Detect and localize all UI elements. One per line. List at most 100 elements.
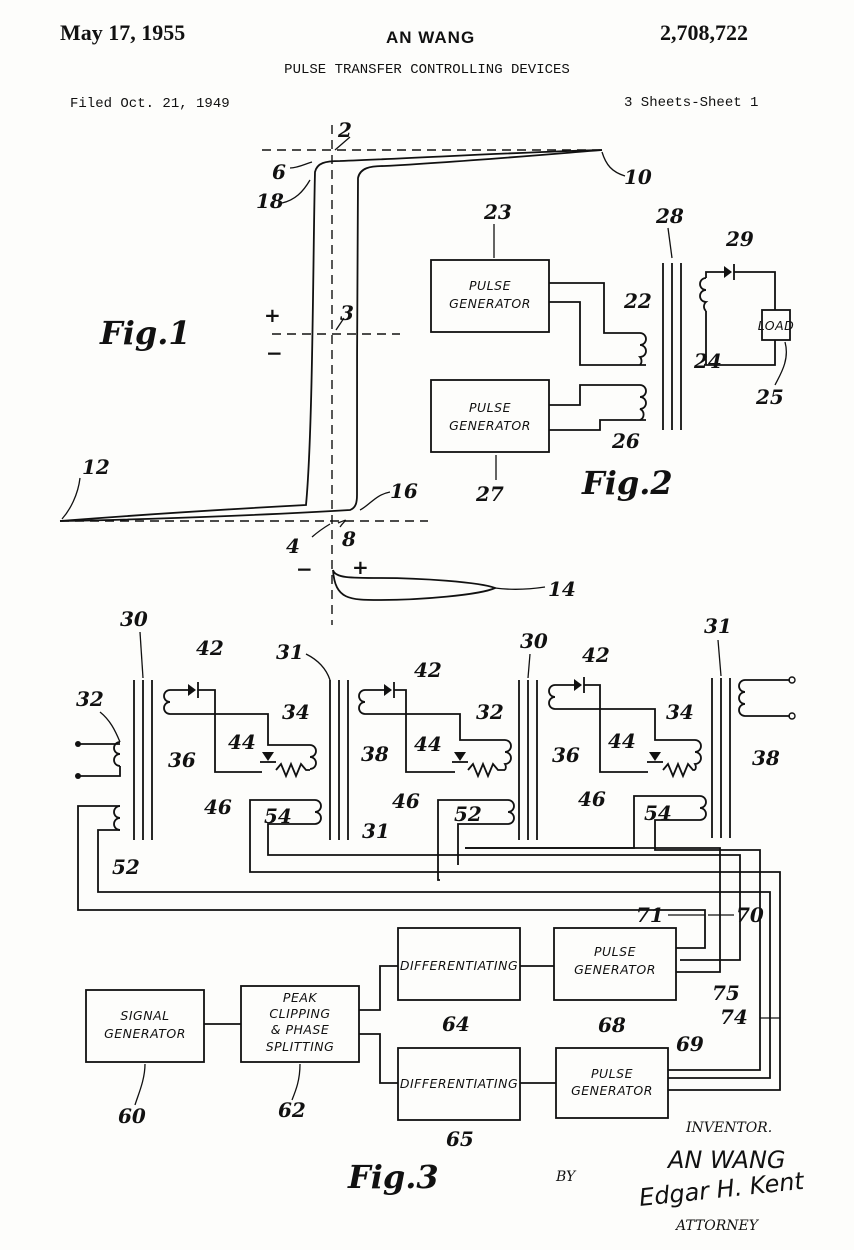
fig1-label-4: 4 [286,534,300,558]
fig3-label-30a: 30 [120,607,148,631]
fig2-coil-24 [699,277,709,312]
fig3-label-64: 64 [442,1012,470,1036]
fig2-pg-bottom-line2: GENERATOR [449,418,531,433]
patent-number: 2,708,722 [660,20,748,45]
fig2-circuit-diagram: PULSE GENERATOR PULSE GENERATOR LOAD 23 … [430,200,795,506]
fig3-label-71: 71 [636,903,664,927]
fig3-label-31c: 31 [362,819,390,843]
fig3-label-44b: 44 [414,732,442,756]
fig2-label-28: 28 [655,204,684,228]
fig3-label-54a: 54 [264,804,292,828]
fig1-label-12: 12 [82,455,110,479]
fig3-label-54b: 54 [644,801,672,825]
fig3-diff-bottom-label: DIFFERENTIATING [400,1076,518,1091]
fig3-label-52a: 52 [454,802,482,826]
fig3-label-68: 68 [598,1013,626,1037]
fig1-label-2: 2 [337,118,352,142]
fig3-label-38a: 38 [361,742,389,766]
fig3-pg-top-line2: GENERATOR [574,962,656,977]
fig3-label-52b: 52 [112,855,140,879]
fig1-label-16: 16 [390,479,418,503]
fig2-pulse-generator-top [430,259,550,333]
fig3-diff-top-label: DIFFERENTIATING [400,958,518,973]
fig3-signal-gen-line2: GENERATOR [104,1026,186,1041]
fig1-plus-top: + [264,303,281,327]
fig1-label-18: 18 [256,189,284,213]
fig2-label-25: 25 [755,385,784,409]
fig3-label-69: 69 [676,1032,704,1056]
fig2-load-label: LOAD [758,318,795,333]
attorney-label: ATTORNEY [674,1218,760,1234]
fig1-caption: Fig.1 [99,314,191,352]
fig3-caption: Fig.3 [347,1158,439,1196]
fig3-label-34b: 34 [666,700,694,724]
fig1-label-8: 8 [341,527,356,551]
fig1-loop-left-branch [59,149,603,522]
filed-date: Filed Oct. 21, 1949 [70,96,230,112]
fig3-label-36b: 36 [552,743,580,767]
signature-block: INVENTOR. AN WANG BY Edgar H. Kent ATTOR… [555,1120,807,1234]
fig3-signal-generator [85,989,205,1063]
fig3-pg-bottom-line2: GENERATOR [571,1083,653,1098]
fig2-label-22: 22 [623,289,652,313]
fig2-coil-26 [639,384,647,421]
fig2-pg-top-line1: PULSE [469,278,511,293]
fig3-differentiating-bottom [397,1047,521,1121]
fig3-label-31b: 31 [704,614,732,638]
inventor-label: INVENTOR. [685,1120,772,1136]
fig3-label-42c: 42 [582,643,610,667]
fig2-label-27: 27 [475,482,504,506]
fig3-label-32b: 32 [476,700,504,724]
fig3-label-46c: 46 [578,787,606,811]
fig3-label-34a: 34 [282,700,310,724]
fig1-label-6: 6 [272,160,286,184]
fig3-label-36a: 36 [168,748,196,772]
fig2-label-26: 26 [611,429,640,453]
fig3-label-70: 70 [736,903,764,927]
fig3-label-75: 75 [712,981,740,1005]
patent-title: PULSE TRANSFER CONTROLLING DEVICES [284,62,570,78]
fig3-signal-gen-line1: SIGNAL [120,1008,169,1023]
fig1-hysteresis-diagram: 2 6 18 10 3 + − 12 16 4 8 − + 14 Fig.1 [59,118,652,625]
fig2-coil-22 [637,332,647,366]
fig3-peak-line4: SPLITTING [266,1039,335,1054]
fig2-pg-top-line2: GENERATOR [449,296,531,311]
fig1-minus-top: − [266,341,283,365]
fig1-pulse-curve [332,569,498,601]
fig3-label-62: 62 [278,1098,306,1122]
fig3-label-30b: 30 [520,629,548,653]
fig3-peak-line3: & PHASE [271,1022,330,1037]
fig3-label-32a: 32 [76,687,104,711]
fig2-label-29: 29 [725,227,754,251]
fig3-label-42b: 42 [414,658,442,682]
fig3-label-65: 65 [446,1127,474,1151]
fig3-label-31a: 31 [276,640,304,664]
fig3-label-44c: 44 [608,729,636,753]
fig2-pg-bottom-line1: PULSE [469,400,511,415]
fig1-plus-bottom: + [352,555,369,579]
fig2-label-24: 24 [693,349,722,373]
fig3-label-46b: 46 [392,789,420,813]
sheet-count: 3 Sheets-Sheet 1 [624,95,759,111]
fig3-label-46a: 46 [204,795,232,819]
fig3-peak-line1: PEAK [283,990,318,1005]
fig2-label-23: 23 [483,200,512,224]
fig3-differentiating-top [397,927,521,1001]
fig1-loop-right-branch [59,149,603,522]
fig1-minus-bottom: − [296,557,313,581]
fig3-label-60: 60 [118,1104,146,1128]
fig3-label-44a: 44 [228,730,256,754]
fig2-pulse-generator-bottom [430,379,550,453]
fig3-peak-line2: CLIPPING [269,1006,330,1021]
patent-date: May 17, 1955 [60,20,186,45]
fig2-load-box [761,309,791,341]
fig3-pg-bottom-line1: PULSE [591,1066,633,1081]
fig3-label-42a: 42 [196,636,224,660]
fig2-diode-29 [724,266,732,278]
fig1-label-14: 14 [548,577,576,601]
fig3-label-38b: 38 [752,746,780,770]
inventor-header-name: AN WANG [386,28,476,47]
fig1-label-10: 10 [624,165,652,189]
